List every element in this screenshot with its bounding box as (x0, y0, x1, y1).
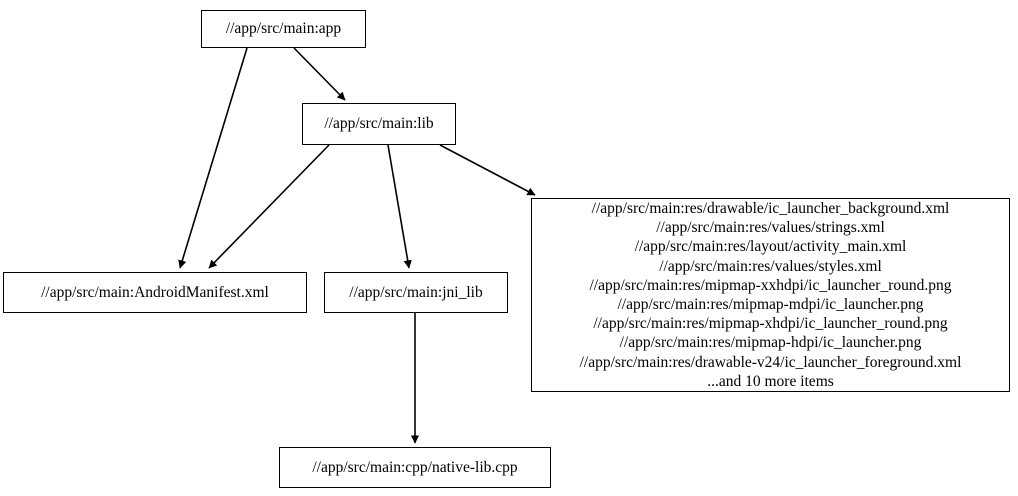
res-bundle-line: //app/src/main:res/mipmap-xxhdpi/ic_laun… (589, 276, 952, 294)
edge-app-to-manifest (178, 47, 248, 269)
res-bundle-line: //app/src/main:res/mipmap-mdpi/ic_launch… (617, 296, 924, 313)
node-android-manifest[interactable]: //app/src/main:AndroidManifest.xml (3, 272, 307, 313)
node-android-manifest-label: //app/src/main:AndroidManifest.xml (41, 283, 269, 301)
res-bundle-line: //app/src/main:res/layout/activity_main.… (634, 238, 907, 256)
res-bundle-line: //app/src/main:res/mipmap-xhdpi/ic_launc… (593, 315, 948, 333)
edge-lib-to-manifest (208, 144, 330, 269)
node-lib[interactable]: //app/src/main:lib (302, 103, 456, 145)
res-bundle-line: //app/src/main:res/drawable/ic_launcher_… (591, 199, 950, 217)
node-native-lib-cpp[interactable]: //app/src/main:cpp/native-lib.cpp (279, 447, 551, 488)
node-native-lib-cpp-label: //app/src/main:cpp/native-lib.cpp (312, 458, 518, 476)
res-bundle-line: //app/src/main:res/values/strings.xml (656, 219, 885, 237)
node-jni-lib[interactable]: //app/src/main:jni_lib (324, 272, 508, 313)
res-bundle-line: //app/src/main:res/values/styles.xml (659, 257, 882, 275)
node-app-label: //app/src/main:app (225, 20, 342, 38)
node-app[interactable]: //app/src/main:app (201, 10, 366, 48)
node-res-bundle[interactable]: //app/src/main:res/drawable/ic_launcher_… (531, 198, 1010, 392)
res-bundle-line: //app/src/main:res/mipmap-hdpi/ic_launch… (619, 334, 922, 352)
node-lib-label: //app/src/main:lib (324, 115, 434, 133)
edge-lib-to-jni-lib (387, 144, 412, 269)
res-bundle-more-items: ...and 10 more items (707, 372, 834, 390)
edge-app-to-lib (293, 47, 346, 101)
node-jni-lib-label: //app/src/main:jni_lib (349, 283, 483, 301)
res-bundle-line: //app/src/main:res/drawable-v24/ic_launc… (579, 353, 962, 371)
edge-lib-to-res-bundle (439, 144, 536, 196)
